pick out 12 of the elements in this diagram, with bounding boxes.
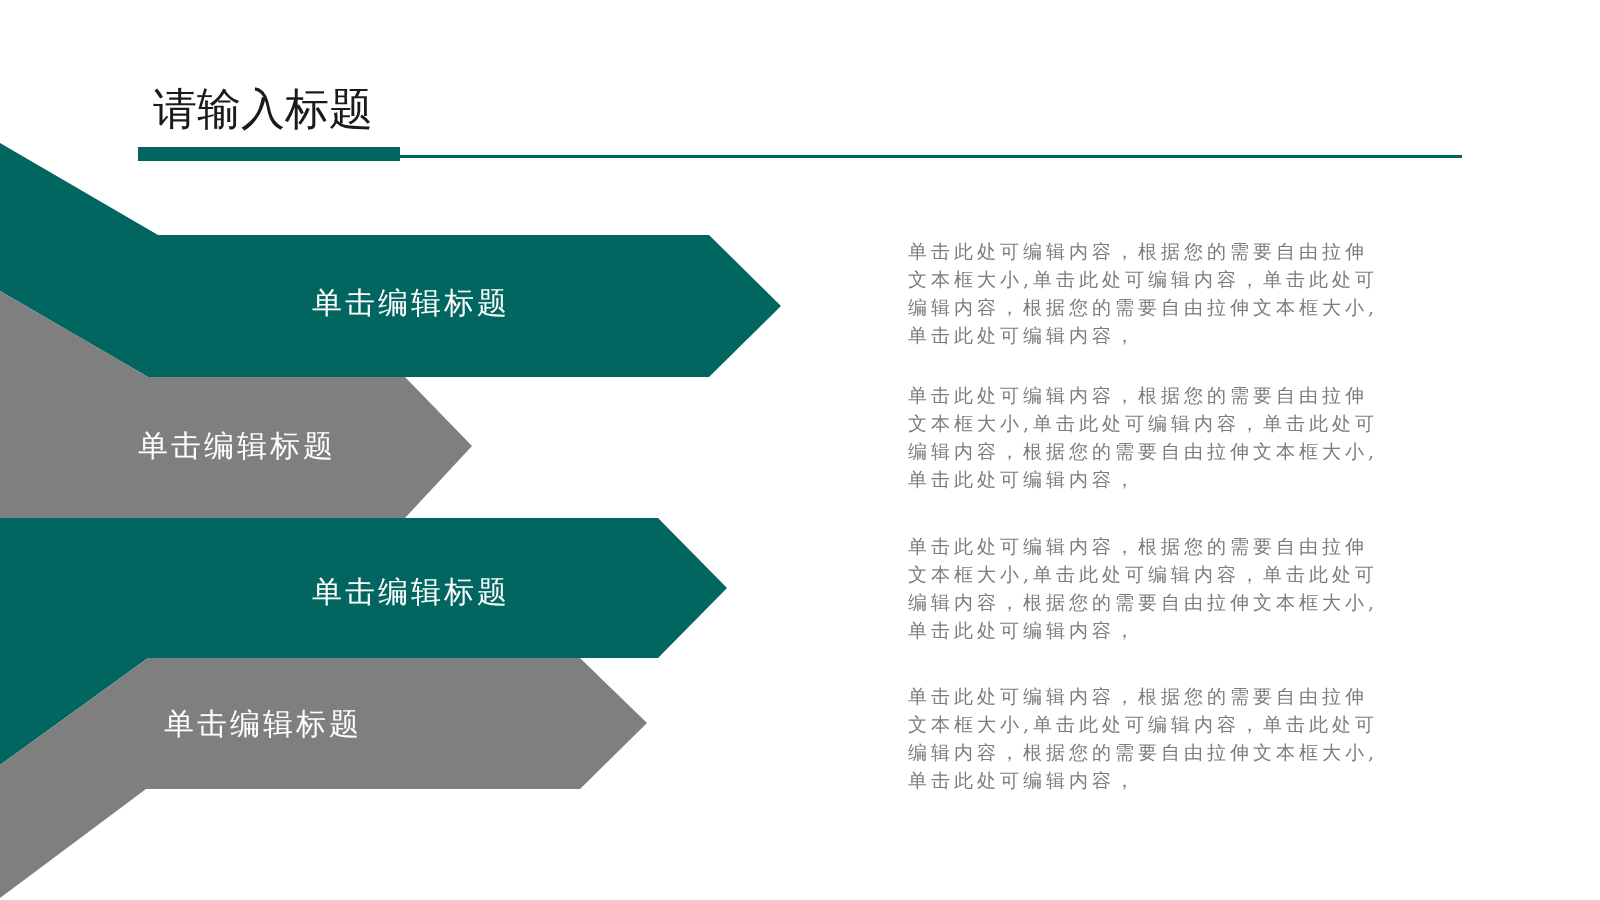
banner-title: 单击编辑标题 (164, 706, 362, 742)
arrow-banner (0, 518, 727, 765)
banner-title: 单击编辑标题 (312, 285, 510, 321)
arrow-banner (0, 658, 647, 898)
slide-title: 请输入标题 (153, 82, 373, 136)
banner-title: 单击编辑标题 (312, 574, 510, 610)
banner-title: 单击编辑标题 (138, 428, 336, 464)
body-paragraph: 单击此处可编辑内容，根据您的需要自由拉伸文本框大小,单击此处可编辑内容，单击此处可编辑内容，根据您的需要自由拉伸文本框大小,单击此处可编辑内容， (908, 684, 1380, 793)
body-paragraph: 单击此处可编辑内容，根据您的需要自由拉伸文本框大小,单击此处可编辑内容，单击此处可编辑内容，根据您的需要自由拉伸文本框大小,单击此处可编辑内容， (908, 239, 1380, 348)
arrow-banner (0, 143, 781, 377)
body-paragraph: 单击此处可编辑内容，根据您的需要自由拉伸文本框大小,单击此处可编辑内容，单击此处可编辑内容，根据您的需要自由拉伸文本框大小,单击此处可编辑内容， (908, 534, 1380, 643)
body-paragraph: 单击此处可编辑内容，根据您的需要自由拉伸文本框大小,单击此处可编辑内容，单击此处可编辑内容，根据您的需要自由拉伸文本框大小,单击此处可编辑内容， (908, 383, 1380, 492)
